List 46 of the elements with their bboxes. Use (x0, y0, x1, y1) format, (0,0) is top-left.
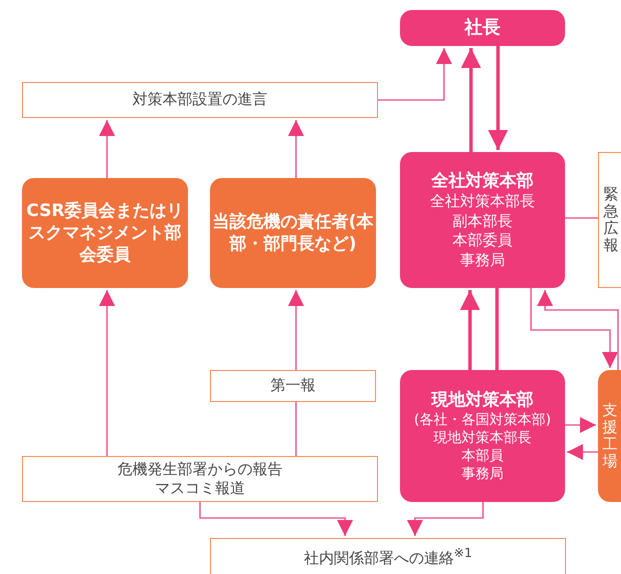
arrow (288, 120, 304, 178)
box-text: 社内関係部署への連絡$^{※1}$ (302, 544, 474, 568)
committee-box (22, 178, 188, 288)
box-text: 危機発生部署からの報告 (116, 460, 284, 479)
box-text: 社長 (463, 16, 502, 40)
president-box (400, 10, 565, 46)
box-text: 全社対策本部長 (429, 192, 536, 212)
box-heading: 現地対策本部 (430, 388, 534, 411)
box-text: 本部委員 (452, 231, 514, 251)
text-box (22, 456, 378, 502)
box-text: 現地対策本部長 (432, 428, 532, 448)
text-box (22, 82, 378, 118)
text-box (210, 538, 566, 574)
arrow (378, 48, 452, 101)
arrow (567, 444, 598, 460)
box-text: 緊急広報 (603, 186, 619, 254)
arrow (461, 48, 481, 152)
text-box (210, 370, 376, 402)
box-text: 第一報 (270, 376, 316, 396)
arrow (199, 502, 353, 536)
headquarters-box (400, 152, 565, 288)
arrow (99, 290, 115, 456)
arrow (407, 502, 484, 536)
arrow (488, 46, 508, 150)
box-text: 対策本部設置の進言 (132, 90, 268, 110)
box-text: 支援工場 (602, 402, 618, 470)
arrow (565, 417, 596, 433)
connector-line (565, 217, 598, 219)
connector-line (295, 402, 297, 456)
box-text: 副本部長 (452, 212, 514, 232)
box-text: 事務局 (460, 465, 504, 484)
box-text: CSR委員会またはリスクマネジメント部会委員 (25, 200, 185, 266)
connector-line (495, 288, 499, 370)
box-text: 当該危機の責任者(本部・部門長など) (212, 210, 374, 256)
committee-box (210, 178, 376, 288)
text-box (598, 152, 621, 288)
box-text: 事務局 (459, 250, 506, 270)
headquarters-box (400, 370, 565, 502)
box-text: マスコミ報道 (154, 479, 246, 498)
box-text: (各社・各国対策本部) (413, 410, 552, 429)
box-heading: 全社対策本部 (430, 170, 534, 192)
committee-box (598, 370, 621, 502)
box-text: 本部員 (460, 447, 504, 466)
arrow (99, 120, 115, 178)
arrow (460, 290, 480, 370)
arrow (288, 290, 304, 370)
